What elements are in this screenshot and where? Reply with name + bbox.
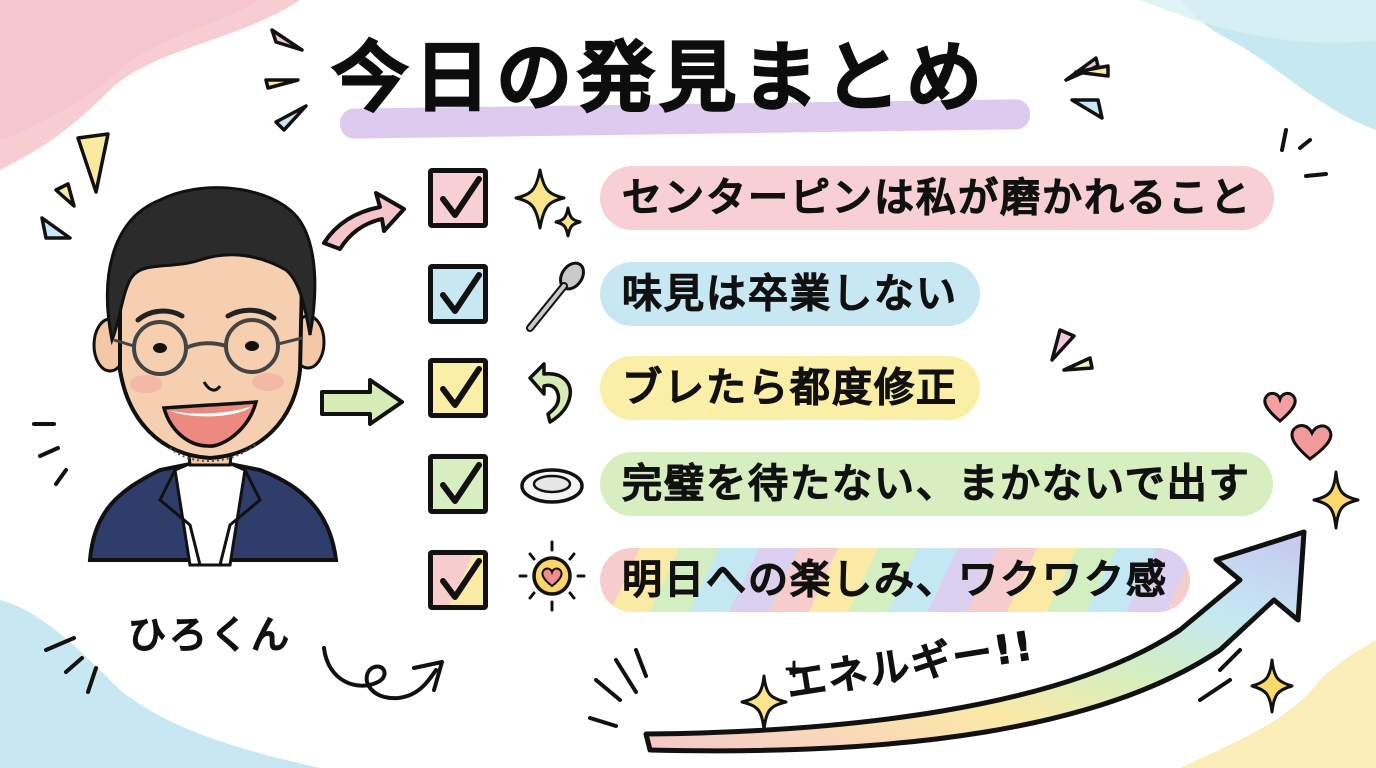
page-title: 今日の発見まとめ	[331, 33, 988, 122]
plate-icon	[516, 452, 596, 516]
title-block: 今日の発見まとめ	[320, 32, 1060, 142]
checklist-pill: センターピンは私が磨かれること	[600, 166, 1274, 230]
checklist-pill: 味見は卒業しない	[600, 262, 980, 326]
return-arrow-icon	[516, 356, 596, 424]
bottom-left-blob	[0, 600, 320, 768]
spoon-icon	[516, 261, 596, 332]
checklist-text: 完璧を待たない、まかないで出す	[622, 461, 1251, 507]
checkmark-icon	[440, 462, 482, 504]
checklist-text: 味見は卒業しない	[622, 271, 958, 317]
checkmark-icon	[440, 558, 482, 600]
sun-heart-icon	[516, 540, 596, 612]
heart-icon	[1290, 424, 1333, 461]
bottom-right-blob	[1180, 640, 1376, 768]
checklist-text: 明日への楽しみ、ワクワク感	[622, 557, 1168, 603]
loop-arrow-icon	[322, 646, 444, 701]
checkbox[interactable]	[428, 454, 488, 514]
checkmark-icon	[440, 176, 482, 218]
checkmark-icon	[440, 366, 482, 408]
checkbox[interactable]	[428, 264, 488, 324]
sparkle-icon	[1250, 658, 1294, 714]
checkmark-icon	[440, 272, 482, 314]
sparkle-icon	[1312, 470, 1360, 530]
checklist-pill: ブレたら都度修正	[600, 356, 980, 420]
checkbox[interactable]	[428, 550, 488, 610]
checkbox[interactable]	[428, 358, 488, 418]
checkbox[interactable]	[428, 168, 488, 228]
sparkle-icon	[514, 166, 596, 238]
checklist-text: センターピンは私が磨かれること	[622, 175, 1252, 221]
checklist-pill: 明日への楽しみ、ワクワク感	[600, 548, 1190, 612]
heart-icon	[1263, 391, 1297, 423]
arrow-pink-icon	[322, 191, 406, 251]
person-portrait	[87, 186, 339, 567]
checklist-text: ブレたら都度修正	[622, 365, 958, 411]
arrow-green-icon	[320, 378, 404, 426]
person-name: ひろくん	[128, 613, 293, 658]
hearts-decoration	[1263, 391, 1333, 461]
checklist-pill: 完璧を待たない、まかないで出す	[600, 452, 1273, 516]
energy-arrow-icon	[643, 529, 1307, 754]
